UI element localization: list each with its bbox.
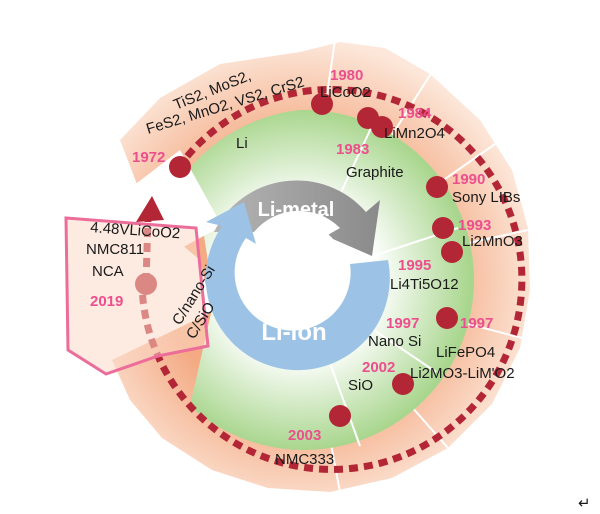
center-cycle: [205, 180, 390, 371]
outer-label-nmc333: NMC333: [275, 451, 334, 468]
inner-label-nano-si: Nano Si: [368, 333, 421, 350]
callout-2019: [64, 216, 210, 376]
dot-2002: [392, 373, 414, 395]
li-metal-label: Li-metal: [258, 199, 335, 221]
outer-label-li2mno3: Li2MnO3: [462, 233, 523, 250]
year-2003: 2003: [288, 427, 321, 444]
timeline-arrowhead: [136, 196, 164, 222]
inner-label-sio: SiO: [348, 377, 373, 394]
li-metal-arrow: [214, 180, 380, 256]
year-1997-nano-si: 1997: [386, 315, 419, 332]
year-1972: 1972: [132, 149, 165, 166]
outer-label-li2mo3: Li2MO3-LiM'O2: [410, 365, 515, 382]
inner-label-li: Li: [236, 135, 248, 152]
inner-label-lto: Li4Ti5O12: [390, 276, 459, 293]
dot-1972: [169, 156, 191, 178]
outer-label-nca: NCA: [92, 263, 124, 280]
timeline-arc: [138, 85, 526, 473]
year-1997-lifepo4: 1997: [460, 315, 493, 332]
outer-label-licoo2: LiCoO2: [320, 84, 371, 101]
dot-1997: [436, 307, 458, 329]
inner-label-graphite: Graphite: [346, 164, 404, 181]
year-1984: 1984: [398, 105, 432, 122]
year-1993: 1993: [458, 217, 491, 234]
year-2002: 2002: [362, 359, 395, 376]
dot-1980: [311, 93, 333, 115]
outer-label-nmc811: NMC811: [86, 241, 144, 258]
gap-wedge: [120, 150, 222, 250]
li-ion-arrow: [205, 202, 390, 371]
dot-1993: [432, 217, 454, 239]
year-2019: 2019: [90, 293, 123, 310]
milestone-dots: [135, 93, 463, 427]
year-1995: 1995: [398, 257, 431, 274]
dot-1995: [441, 241, 463, 263]
dot-2003: [329, 405, 351, 427]
dot-1990: [426, 176, 448, 198]
li-ion-label: Li-ion: [261, 319, 326, 346]
outer-label-sony: Sony LIBs: [452, 189, 520, 206]
dot-1984b: [371, 116, 393, 138]
outer-label-hv-licoo2: 4.48VLiCoO2: [90, 219, 181, 242]
year-1983: 1983: [336, 141, 369, 158]
outer-label-lifepo4: LiFePO4: [436, 344, 495, 361]
corner-mark: ↵: [578, 495, 591, 512]
year-1990: 1990: [452, 171, 485, 188]
outer-label-limn2o4: LiMn2O4: [384, 125, 445, 142]
year-1980: 1980: [330, 67, 363, 84]
